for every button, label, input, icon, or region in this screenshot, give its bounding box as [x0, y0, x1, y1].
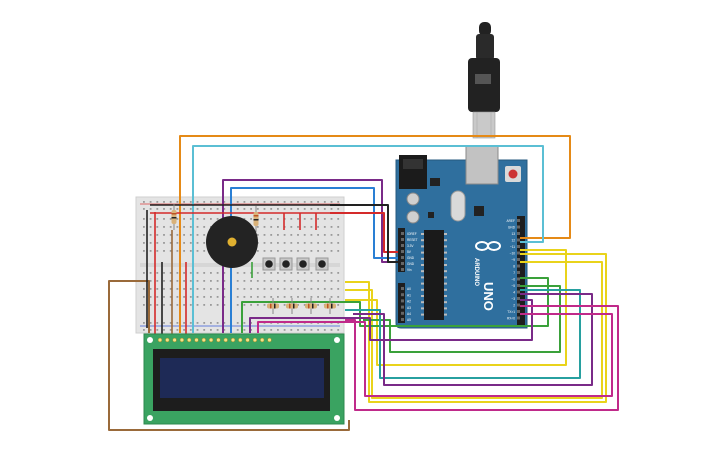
- lcd-pin: [252, 337, 258, 343]
- resistor: [305, 298, 317, 314]
- pin-label: 4: [513, 291, 515, 295]
- wire-lightblue-top: [192, 145, 544, 333]
- pin-label: ~6: [511, 278, 515, 282]
- lcd-pin: [238, 337, 243, 343]
- wire-purple-1: [353, 293, 593, 386]
- pin-label: Vin: [407, 268, 412, 272]
- pin-label: ~3: [511, 297, 515, 301]
- lcd-pin: [157, 337, 163, 343]
- buzzer-center-icon: [227, 237, 237, 247]
- resistor: [324, 298, 336, 314]
- wire-red-5v: [330, 212, 398, 253]
- push-button[interactable]: [279, 257, 293, 271]
- pin-label: A2: [407, 300, 411, 304]
- wire-green-1: [363, 285, 561, 353]
- pin-label: 3.3V: [407, 244, 414, 248]
- capacitor-2: [406, 210, 420, 224]
- lcd-display: [143, 333, 345, 425]
- piezo-buzzer: [206, 216, 258, 268]
- pin-label: ~9: [511, 258, 515, 262]
- pin-label: ~5: [511, 284, 515, 288]
- pin-label: A3: [407, 306, 411, 310]
- pin-label: 5V: [407, 250, 412, 254]
- capacitor-1: [406, 192, 420, 206]
- pin-label: 2: [513, 304, 515, 308]
- pin-label: 8: [513, 265, 515, 269]
- lcd-pin: [208, 337, 214, 343]
- pin-label: A5: [407, 318, 411, 322]
- usb-cable: [468, 22, 500, 139]
- pin-label: ~11: [510, 245, 515, 249]
- lcd-pin: [194, 337, 199, 343]
- pin-label: AREF: [506, 219, 515, 223]
- arduino-logo: [475, 241, 501, 251]
- wire-brown: [108, 280, 350, 431]
- push-buttons: [262, 257, 329, 271]
- wire-green-2: [241, 277, 549, 333]
- pin-label: GND: [508, 226, 516, 230]
- push-button[interactable]: [296, 257, 310, 271]
- pin-label: RX<0: [507, 317, 515, 321]
- digital-header: [517, 216, 525, 326]
- analog-header: [398, 283, 405, 323]
- wire-yellow-2: [345, 253, 607, 403]
- arduino-uno-board: ARDUINO UNO IOREF RESET 3.3V 5V GND GND Vin A0…: [395, 145, 528, 329]
- push-button[interactable]: [315, 257, 329, 271]
- wire-magenta-1: [345, 305, 619, 411]
- resistors: [171, 204, 336, 314]
- pin-label: A0: [407, 287, 411, 291]
- pin-label: A1: [407, 293, 411, 297]
- wire-teal: [345, 289, 581, 379]
- wire-purple-2: [249, 299, 533, 341]
- wire-magenta-2: [257, 313, 613, 397]
- lcd-pin: [230, 337, 236, 343]
- pin-label: ~10: [510, 252, 516, 256]
- lcd-pin: [179, 337, 185, 343]
- lcd-pin: [165, 337, 170, 343]
- pin-label: TX>1: [507, 310, 515, 314]
- wires: [108, 135, 619, 431]
- lcd-pin: [245, 337, 250, 343]
- resistor: [171, 204, 177, 230]
- resistor: [286, 298, 298, 314]
- lcd-pin: [172, 337, 177, 343]
- pin-label: 7: [513, 271, 515, 275]
- pin-label: GND: [407, 256, 415, 260]
- lcd-pin: [201, 337, 206, 343]
- resistor: [267, 298, 279, 314]
- atmega-chip: [424, 230, 444, 320]
- lcd-screen: [160, 358, 324, 398]
- lcd-pin: [267, 337, 272, 343]
- pin-label: IOREF: [407, 232, 417, 236]
- reset-icon: [508, 169, 518, 179]
- resistor: [253, 206, 259, 232]
- wire-black-gnd: [330, 204, 398, 263]
- pin-label: 13: [511, 232, 515, 236]
- push-button[interactable]: [262, 257, 276, 271]
- wire-yellow-3: [345, 261, 603, 399]
- lcd-pin: [187, 337, 192, 343]
- pin-label: RESET: [407, 238, 418, 242]
- pin-label: GND: [407, 262, 415, 266]
- wire-orange-top: [179, 135, 571, 333]
- pin-label: A4: [407, 312, 411, 316]
- usb-port: [465, 145, 499, 185]
- lcd-pin: [260, 337, 265, 343]
- crystal: [450, 190, 466, 222]
- lcd-pin: [216, 337, 221, 343]
- brand-label: ARDUINO: [473, 258, 479, 286]
- lcd-pin: [223, 337, 228, 343]
- pin-label: 12: [511, 239, 515, 243]
- board-name-label: UNO: [481, 282, 496, 311]
